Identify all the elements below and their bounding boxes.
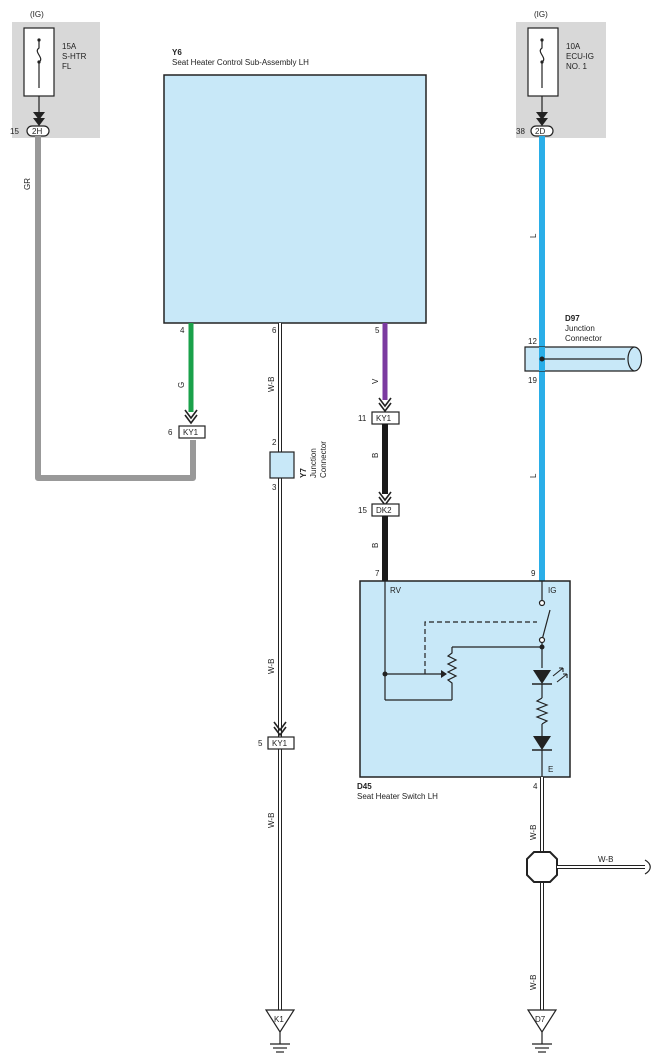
connector-2d-pin: 38 [516, 127, 525, 136]
led-icon [533, 670, 551, 684]
connector-ky1-g [178, 425, 206, 439]
y7-line2: Connector [319, 441, 328, 478]
d45-pin-ig: 9 [531, 569, 536, 578]
fuse-right-group: (IG) 10A ECU-IG NO. 1 2D 38 [516, 10, 606, 138]
wire-l-label-2: L [529, 473, 538, 478]
d97-id: D97 [565, 314, 580, 323]
connector-arrow-icon [33, 112, 45, 126]
y6-id: Y6 [172, 48, 182, 57]
ground-d7-icon [526, 1009, 558, 1034]
wire-b-label-2: B [371, 543, 380, 548]
y6-box [163, 74, 427, 324]
wire-g: G KY1 6 [168, 323, 206, 439]
d45-name: Seat Heater Switch LH [357, 792, 438, 801]
y7-junction-box [269, 451, 295, 479]
connector-2h-pin: 15 [10, 127, 19, 136]
d45-pin-rv: 7 [375, 569, 380, 578]
ky1-v-pin: 11 [358, 414, 367, 423]
dk2-pin: 15 [358, 506, 367, 515]
d97-line2: Connector [565, 334, 602, 343]
fuse-right-name1: ECU-IG [566, 52, 594, 61]
y7-line1: Junction [309, 448, 318, 478]
wire-wb-label-3: W-B [267, 813, 276, 828]
d45-id: D45 [357, 782, 372, 791]
d97-pin-out: 19 [528, 376, 537, 385]
d97-line1: Junction [565, 324, 595, 333]
potentiometer-icon [446, 647, 458, 700]
wire-gr-label: GR [23, 178, 32, 190]
connector-arrow-icon [378, 397, 392, 413]
wire-wb-label-2: W-B [267, 659, 276, 674]
fuse-left-amp: 15A [62, 42, 77, 51]
diode-icon [533, 736, 551, 750]
d45-module: 7 9 4 RV IG E D45 Seat Heater Switch LH [357, 569, 571, 801]
ky1-v-label: KY1 [376, 414, 392, 423]
ground-k1-icon [264, 1009, 296, 1034]
d45-term-rv: RV [390, 586, 402, 595]
y6-pin-v: 5 [375, 326, 380, 335]
y6-module: Y6 Seat Heater Control Sub-Assembly LH 4… [163, 48, 427, 335]
connector-2d-label: 2D [535, 127, 545, 136]
fuse-left-name1: S-HTR [62, 52, 87, 61]
fuse-left-name2: FL [62, 62, 72, 71]
splice-octagon-icon [526, 851, 558, 883]
wire-wb-label-5: W-B [598, 855, 613, 864]
wire-g-label: G [177, 382, 186, 388]
fuse-right-name2: NO. 1 [566, 62, 587, 71]
connector-2h-label: 2H [32, 127, 42, 136]
d45-term-e: E [548, 765, 553, 774]
wire-l: L L 12 19 D97 Junction Connector [524, 136, 643, 581]
fuse-right-supply: (IG) [534, 10, 548, 19]
ky1-wb-label: KY1 [272, 739, 288, 748]
ky1-wb-pin: 5 [258, 739, 263, 748]
d45-pin-e: 4 [533, 782, 538, 791]
y7-id: Y7 [299, 468, 308, 478]
resistor-icon [535, 697, 549, 725]
fuse-left-supply: (IG) [30, 10, 44, 19]
wire-wb-label-6: W-B [529, 975, 538, 990]
d97-pin-in: 12 [528, 337, 537, 346]
d45-term-ig: IG [548, 586, 556, 595]
connector-arrow-icon [184, 409, 198, 425]
wire-wb-label-4: W-B [529, 825, 538, 840]
fuse-right-amp: 10A [566, 42, 581, 51]
switch-blade-icon [541, 609, 551, 641]
d45-box [359, 580, 571, 778]
connector-arrow-icon [536, 112, 548, 126]
wire-b-label-1: B [371, 453, 380, 458]
connector-ky1-wb [267, 736, 295, 750]
y6-name: Seat Heater Control Sub-Assembly LH [172, 58, 309, 67]
dk2-label: DK2 [376, 506, 392, 515]
wire-v-b: V KY1 11 B DK2 15 B [358, 323, 400, 581]
y6-pin-wb: 6 [272, 326, 277, 335]
ky1-g-label: KY1 [183, 428, 199, 437]
ground-d7-label: D7 [535, 1015, 546, 1024]
ground-k1-label: K1 [274, 1015, 284, 1024]
connector-arrow-icon [273, 721, 287, 737]
wire-wb-label-1: W-B [267, 377, 276, 392]
switch-contact-icon [538, 599, 546, 607]
fuse-left-group: (IG) 15A S-HTR FL 2H 15 [10, 10, 100, 138]
wire-gr: GR [23, 136, 196, 481]
y7-pin-in: 2 [272, 438, 277, 447]
wire-wb-right: W-B W-B W-B D7 [526, 777, 651, 1053]
wire-l-label-1: L [529, 233, 538, 238]
y7-pin-out: 3 [272, 483, 277, 492]
y6-pin-g: 4 [180, 326, 185, 335]
wire-v-label: V [371, 378, 380, 384]
ky1-g-pin: 6 [168, 428, 173, 437]
wire-wb-left: W-B 2 3 Y7 Junction Connector W-B KY1 5 … [258, 323, 328, 1053]
